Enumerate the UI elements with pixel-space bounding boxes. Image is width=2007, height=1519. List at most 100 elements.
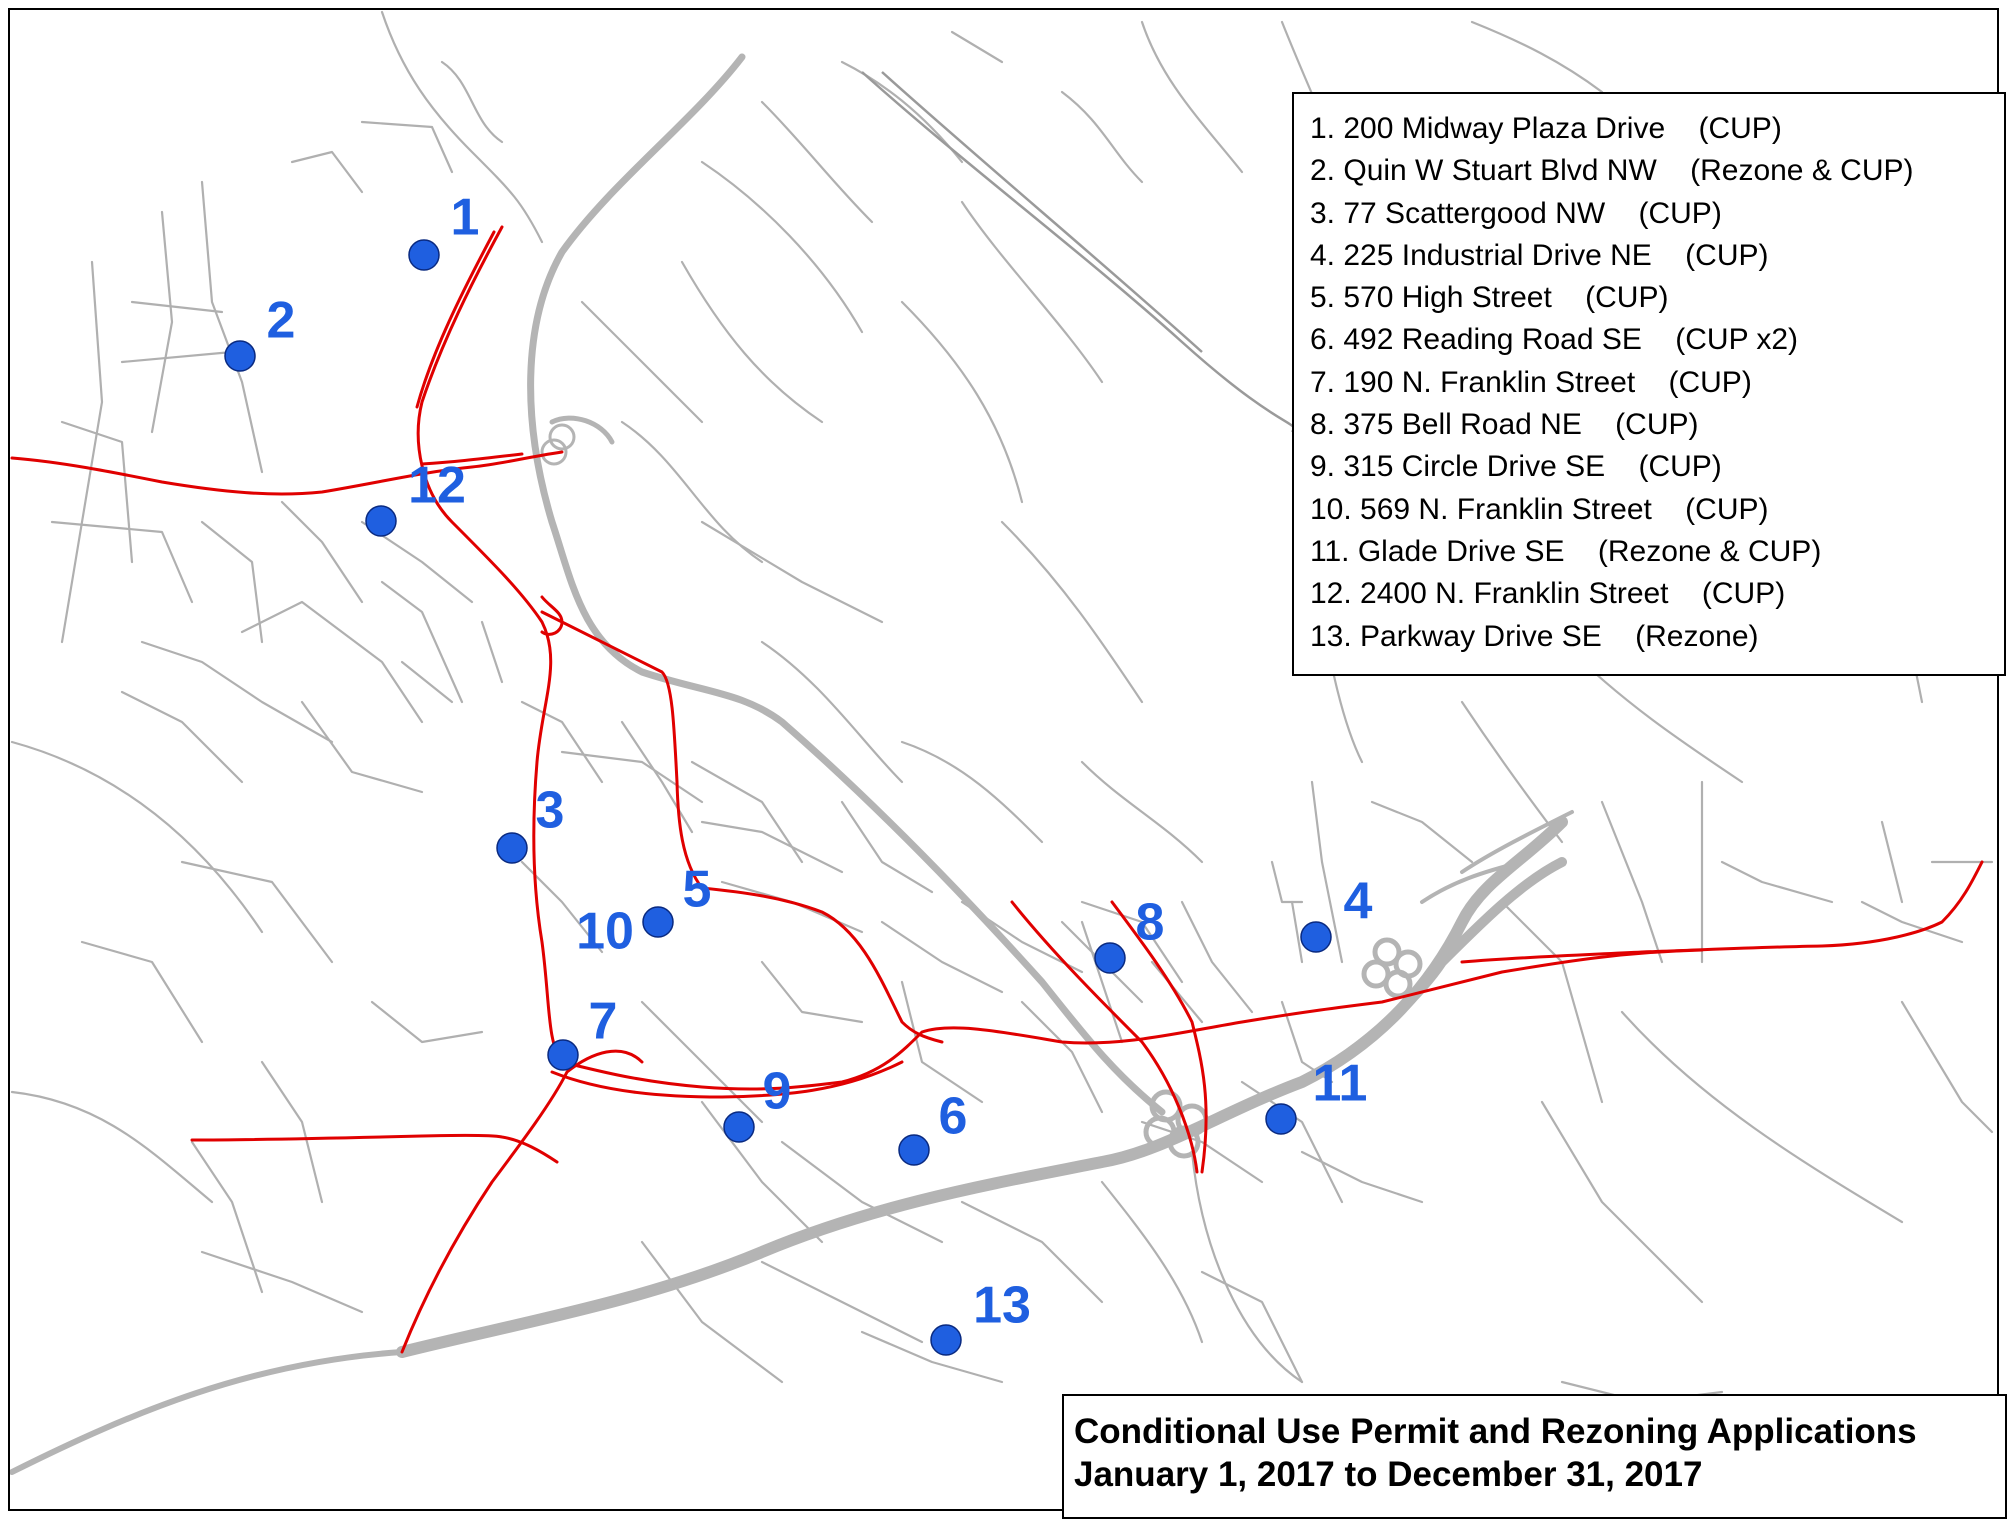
application-marker-dot[interactable] bbox=[547, 1039, 579, 1071]
arterial-road-n-franklin-2 bbox=[415, 230, 496, 409]
local-road bbox=[760, 100, 874, 224]
arterial-road-main-east bbox=[560, 948, 1704, 1091]
local-road bbox=[1860, 900, 1964, 944]
local-road bbox=[480, 620, 504, 684]
interstate-i81-north bbox=[527, 53, 1166, 1116]
local-road bbox=[440, 60, 504, 144]
interstate-ramp bbox=[1460, 810, 1574, 874]
local-road bbox=[640, 1000, 764, 1124]
local-road bbox=[700, 160, 864, 334]
local-road bbox=[1080, 760, 1204, 864]
local-road bbox=[260, 1060, 324, 1204]
local-road bbox=[120, 690, 244, 784]
application-marker-dot[interactable] bbox=[930, 1324, 962, 1356]
local-road bbox=[1290, 900, 1304, 964]
application-marker-label: 7 bbox=[589, 993, 618, 1051]
application-marker-label: 12 bbox=[408, 457, 466, 515]
local-road bbox=[620, 720, 694, 834]
local-road bbox=[950, 30, 1004, 64]
local-road bbox=[200, 180, 264, 474]
local-road bbox=[1000, 520, 1144, 704]
local-road bbox=[60, 260, 104, 644]
legend-item: 10. 569 N. Franklin Street (CUP) bbox=[1310, 492, 1769, 526]
local-road bbox=[860, 1330, 1004, 1384]
local-road bbox=[1140, 1120, 1264, 1184]
local-road bbox=[760, 640, 904, 784]
interstate-spur bbox=[549, 415, 615, 445]
local-road bbox=[200, 520, 264, 644]
legend-item: 12. 2400 N. Franklin Street (CUP) bbox=[1310, 577, 1786, 611]
application-marker-label: 10 bbox=[576, 903, 634, 961]
arterial-road-5 bbox=[700, 886, 944, 1044]
application-marker-dot[interactable] bbox=[1265, 1103, 1297, 1135]
local-road bbox=[1270, 860, 1304, 904]
arterial-road-main-sw bbox=[400, 1049, 644, 1354]
arterial-road-se bbox=[1110, 900, 1208, 1174]
legend: 1. 200 Midway Plaza Drive (CUP) 2. Quin … bbox=[1292, 92, 2006, 676]
arterial-road-se-2 bbox=[1010, 900, 1199, 1174]
local-road bbox=[900, 300, 1024, 504]
local-road bbox=[880, 920, 1004, 994]
legend-item: 11. Glade Drive SE (Rezone & CUP) bbox=[1310, 534, 1822, 568]
application-marker-label: 6 bbox=[939, 1088, 968, 1146]
map-title: Conditional Use Permit and Rezoning Appl… bbox=[1074, 1412, 1917, 1451]
application-marker-dot[interactable] bbox=[408, 239, 440, 271]
local-road bbox=[700, 520, 884, 624]
local-road bbox=[1880, 820, 1904, 904]
local-road bbox=[1720, 860, 1834, 904]
local-road bbox=[1190, 1150, 1304, 1384]
local-road bbox=[960, 200, 1104, 384]
local-road bbox=[1900, 1000, 1994, 1134]
application-marker-dot[interactable] bbox=[365, 505, 397, 537]
application-marker-dot[interactable] bbox=[723, 1111, 755, 1143]
interstate-i77-ne bbox=[1317, 857, 1567, 1077]
application-marker-dot[interactable] bbox=[496, 832, 528, 864]
application-marker-label: 11 bbox=[1313, 1055, 1368, 1113]
rail-line bbox=[861, 71, 1296, 433]
application-marker-label: 5 bbox=[683, 861, 712, 919]
local-road bbox=[300, 700, 424, 794]
local-road bbox=[1620, 1010, 1904, 1224]
local-road bbox=[700, 820, 844, 874]
application-marker-dot[interactable] bbox=[1300, 921, 1332, 953]
local-road bbox=[190, 1140, 264, 1294]
interstate-west bbox=[10, 1349, 405, 1475]
application-marker-dot[interactable] bbox=[224, 340, 256, 372]
local-road bbox=[380, 10, 544, 244]
local-road bbox=[120, 350, 234, 364]
interchange-loop bbox=[1361, 959, 1391, 989]
local-road bbox=[370, 1000, 484, 1044]
local-road bbox=[1060, 90, 1144, 184]
interchange-loop bbox=[540, 438, 568, 466]
arterial-road-west bbox=[10, 450, 564, 496]
local-road bbox=[80, 940, 204, 1044]
application-marker-label: 13 bbox=[973, 1277, 1031, 1335]
local-road bbox=[1100, 1180, 1204, 1344]
local-road bbox=[50, 520, 194, 604]
local-road bbox=[280, 500, 364, 604]
interstates bbox=[10, 53, 1574, 1475]
local-road bbox=[1080, 920, 1124, 1044]
local-road bbox=[360, 120, 454, 174]
interchange-loop bbox=[1143, 1115, 1177, 1149]
arterial-road-east bbox=[1460, 860, 1984, 964]
local-road bbox=[1540, 1100, 1704, 1304]
legend-item: 13. Parkway Drive SE (Rezone) bbox=[1310, 619, 1759, 653]
local-road bbox=[1500, 900, 1604, 1104]
local-road bbox=[900, 980, 984, 1104]
local-road bbox=[1020, 1000, 1104, 1114]
local-road bbox=[840, 60, 964, 164]
local-road bbox=[760, 960, 864, 1024]
local-road bbox=[1470, 20, 1604, 94]
application-marker-dot[interactable] bbox=[898, 1134, 930, 1166]
local-road bbox=[10, 1090, 214, 1204]
local-road bbox=[150, 210, 174, 434]
application-marker-label: 1 bbox=[451, 189, 480, 247]
application-marker-label: 3 bbox=[536, 782, 565, 840]
application-marker-dot[interactable] bbox=[642, 906, 674, 938]
application-marker-label: 8 bbox=[1136, 894, 1165, 952]
arterial-road-to-cross bbox=[540, 610, 704, 890]
application-marker-dot[interactable] bbox=[1094, 942, 1126, 974]
